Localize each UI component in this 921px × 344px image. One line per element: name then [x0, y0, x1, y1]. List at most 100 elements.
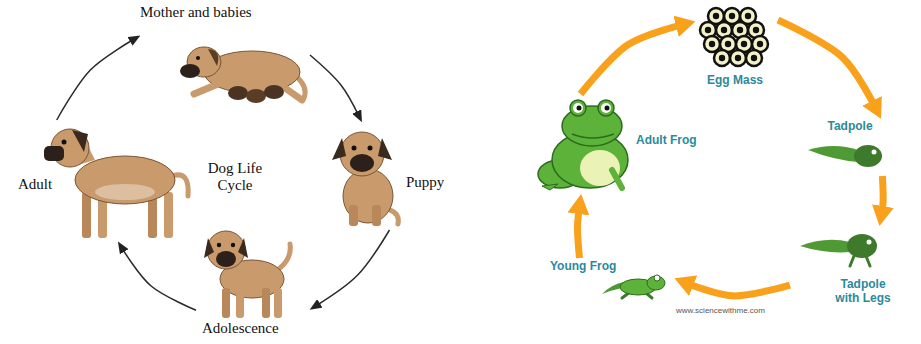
adult-dog-part	[82, 192, 91, 238]
puppy-dog-part	[332, 138, 346, 160]
tadpole-with-legs-part	[847, 234, 877, 258]
label-holder: Dog Life Cycle	[196, 160, 274, 195]
mother-dog-part	[208, 49, 218, 66]
stage-label: Tadpole with Legs	[830, 278, 896, 306]
stage-label: Adult Frog	[636, 134, 697, 148]
life-stage: Tadpole	[800, 118, 903, 176]
egg-mass-part	[729, 13, 735, 19]
egg-mass-part	[753, 27, 759, 33]
life-stage: Egg Mass	[695, 2, 778, 92]
adolescent-dog	[204, 231, 290, 318]
mother-dog-part	[228, 86, 248, 100]
tadpole-part	[872, 150, 877, 155]
egg-mass-part	[721, 27, 727, 33]
cycle-arrow	[778, 20, 875, 106]
egg-mass-part	[730, 50, 746, 66]
adult-frog-part	[542, 184, 558, 190]
egg-mass-part	[704, 36, 720, 52]
adult-frog-part	[605, 106, 610, 111]
life-stage: Tadpole with Legs	[790, 226, 900, 308]
adult-frog-part	[577, 106, 582, 111]
adult-dog-part	[164, 192, 173, 238]
adult-dog-part	[44, 146, 64, 161]
cycle-arrow	[310, 55, 358, 115]
cycle-arrow	[57, 39, 134, 120]
egg-mass-part	[719, 55, 725, 61]
cycle-title: Dog Life Cycle	[196, 160, 274, 195]
tadpole-part	[854, 145, 882, 167]
egg-mass	[700, 8, 768, 66]
mother-dog-part	[246, 89, 266, 103]
life-stage: Puppy	[322, 122, 457, 230]
puppy-dog-part	[368, 146, 373, 151]
cycle-arrow	[577, 208, 579, 258]
stage-label: Egg Mass	[695, 74, 775, 88]
stage-label: Mother and babies	[140, 4, 252, 21]
life-stage: Mother and babies	[140, 2, 310, 108]
puppy-dog-part	[340, 132, 384, 176]
adult-frog-part	[570, 100, 586, 116]
stage-label: Adolescence	[202, 320, 279, 337]
adolescent-dog-part	[262, 288, 270, 318]
watermark: www.sciencewithme.com	[676, 306, 765, 315]
egg-mass-part	[705, 27, 711, 33]
life-stage: Adolescence	[196, 216, 310, 340]
puppy-dog-part	[378, 138, 392, 160]
cycle-arrow	[316, 230, 389, 305]
egg-mass-part	[735, 55, 741, 61]
stage-label: Young Frog	[550, 260, 616, 274]
tadpole-with-legs-part	[867, 240, 872, 245]
mother-dog-part	[180, 64, 200, 78]
cycle-arrow	[882, 176, 883, 212]
young-frog	[602, 275, 665, 298]
egg-mass-part	[757, 41, 763, 47]
egg-mass-part	[745, 13, 751, 19]
adult-frog-part	[612, 170, 622, 188]
egg-mass-part	[737, 27, 743, 33]
egg-mass-part	[713, 13, 719, 19]
adult-dog-part	[62, 140, 67, 145]
adolescent-dog-part	[204, 238, 214, 258]
adolescent-dog-part	[217, 243, 221, 247]
adult-dog-part	[75, 156, 175, 204]
puppy-dog-part	[352, 146, 357, 151]
egg-mass-part	[725, 41, 731, 47]
mother-dog-part	[285, 88, 302, 100]
adult-frog-part	[598, 100, 614, 116]
young-frog-part	[654, 275, 660, 281]
cycle-arrow	[581, 25, 682, 94]
adolescent-dog-part	[280, 244, 290, 268]
adult-frog-part	[573, 103, 583, 113]
puppy-dog-part	[350, 154, 374, 172]
stage-label: Tadpole	[800, 120, 900, 134]
puppy-dog-part	[349, 205, 358, 226]
tadpole-with-legs	[800, 234, 877, 266]
tadpole-with-legs-part	[800, 240, 850, 253]
tadpole	[808, 145, 882, 167]
egg-mass-part	[751, 55, 757, 61]
adult-frog-part	[572, 134, 614, 138]
adult-frog	[538, 100, 628, 190]
adolescent-dog-part	[231, 243, 235, 247]
puppy-dog-part	[372, 205, 381, 226]
life-stage: Adult	[14, 120, 192, 242]
tadpole-part	[808, 146, 858, 162]
egg-mass-part	[741, 41, 747, 47]
egg-mass-part	[714, 50, 730, 66]
mother-dog-part	[194, 84, 218, 94]
life-stage: Adult Frog	[538, 94, 708, 194]
adult-frog-part	[601, 103, 611, 113]
adolescent-dog-part	[236, 288, 244, 318]
life-stage: Young Frog	[548, 258, 674, 300]
puppy-dog-part	[390, 210, 398, 224]
adolescent-dog-part	[222, 288, 230, 318]
adult-dog	[44, 129, 188, 238]
adolescent-dog-part	[274, 288, 282, 318]
puppy-dog	[332, 132, 398, 226]
mother-dog-part	[196, 56, 200, 60]
mother-dog-part	[264, 85, 284, 99]
cycle-arrow	[688, 284, 790, 296]
